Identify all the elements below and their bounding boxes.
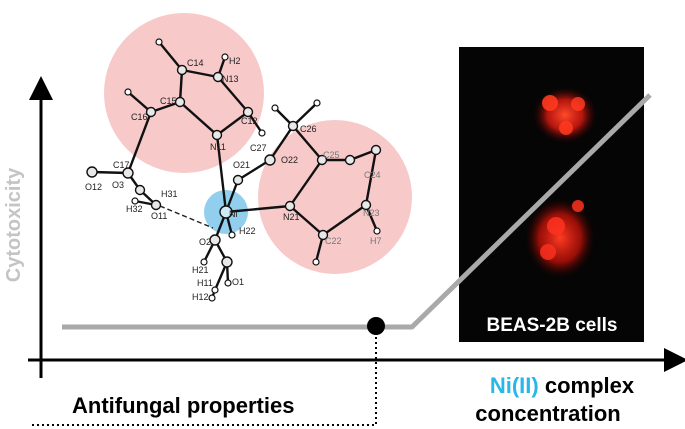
- atom-label: C16: [131, 112, 148, 122]
- threshold-dot: [367, 317, 385, 335]
- atom-label: H32: [126, 204, 143, 214]
- atom-label: H11: [197, 278, 213, 288]
- atom-label: O3: [112, 180, 124, 190]
- inset-label: BEAS-2B cells: [487, 315, 618, 336]
- atom-labels: Ni N11 N13 H2 C14 C15 C16 C12 C17 O12 O3…: [85, 56, 382, 302]
- atom-label: H12: [192, 292, 209, 302]
- atom-label: N13: [222, 74, 239, 84]
- cell-spot: [571, 97, 585, 111]
- y-axis-label: Cytotoxicity: [3, 167, 25, 282]
- atom-label: C25: [323, 150, 340, 160]
- atom-label: H21: [192, 265, 209, 275]
- cell-spot: [572, 200, 584, 212]
- x-axis-label-line1: Ni(II) complex: [490, 373, 635, 398]
- cell-image-inset: BEAS-2B cells: [459, 47, 644, 342]
- atom-label: N11: [210, 142, 226, 152]
- atom-label: C14: [187, 58, 204, 68]
- cell-spot: [547, 217, 565, 235]
- atom-label: O22: [281, 155, 298, 165]
- atom-label: H7: [370, 236, 382, 246]
- atom-label: C26: [300, 124, 317, 134]
- x-axis-label-rest: complex: [539, 373, 635, 398]
- axes: [28, 76, 685, 378]
- hydrogen-bond: [159, 205, 214, 229]
- x-axis-label: Ni(II) complex concentration: [475, 373, 635, 426]
- atom-label: H2: [229, 56, 241, 66]
- atom-label: C27: [250, 143, 267, 153]
- molecule-atoms: [86, 64, 382, 268]
- x-axis-label-line2: concentration: [475, 401, 620, 426]
- atom-label: O1: [232, 277, 244, 287]
- atom-label: O2: [199, 237, 211, 247]
- atom-label: H31: [161, 189, 178, 199]
- atom-label: C15: [160, 96, 177, 106]
- x-axis-label-metal: Ni(II): [490, 373, 539, 398]
- atom-label: Ni: [229, 209, 238, 219]
- antifungal-label: Antifungal properties: [72, 393, 294, 418]
- atom-label: C24: [364, 170, 381, 180]
- atom-label: O12: [85, 182, 102, 192]
- atom-label: C17: [113, 160, 130, 170]
- cell-spot: [540, 244, 556, 260]
- cytotoxicity-curve: [62, 93, 652, 330]
- cell-spot: [542, 95, 558, 111]
- atom-label: C22: [325, 236, 342, 246]
- atom-label: N23: [363, 208, 380, 218]
- atom-label: O11: [151, 211, 167, 221]
- hydrogen-atoms: [124, 38, 381, 302]
- atom-label: O21: [233, 160, 250, 170]
- atom-label: N21: [283, 212, 300, 222]
- cell-spot: [559, 121, 573, 135]
- atom-label: C12: [241, 116, 258, 126]
- cell-glow-lower: [525, 198, 595, 278]
- atom-label: H22: [239, 226, 256, 236]
